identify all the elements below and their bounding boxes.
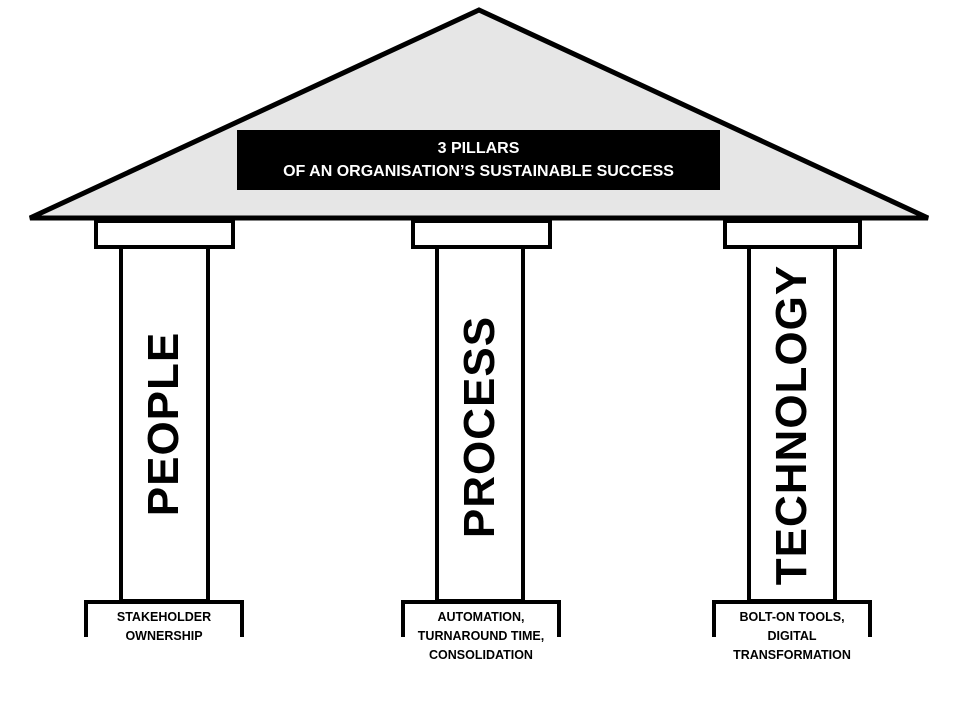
pillar-base-people [84,600,244,637]
pillar-shaft-technology [747,245,837,603]
pillar-base-text-people: STAKEHOLDER OWNERSHIP [88,608,240,646]
pillar-label-people: PEOPLE [139,331,188,517]
pillar-base-text-technology: BOLT-ON TOOLS, DIGITAL TRANSFORMATION [716,608,868,665]
pillar-label-technology: TECHNOLOGY [767,264,816,586]
pillar-capital-technology [723,219,862,249]
base-text-line: TRANSFORMATION [733,648,851,662]
base-text-line: TURNAROUND TIME, [417,629,545,643]
base-text-line: BOLT-ON TOOLS, [739,610,845,624]
title-banner: 3 PILLARS OF AN ORGANISATION’S SUSTAINAB… [237,130,720,190]
base-text-line: DIGITAL [767,629,817,643]
pillar-base-technology [712,600,872,637]
base-text-line: OWNERSHIP [125,629,203,643]
pillar-shaft-people [119,245,210,603]
pillar-capital-process [411,219,552,249]
title-line-2: OF AN ORGANISATION’S SUSTAINABLE SUCCESS [283,163,674,180]
pillar-base-text-process: AUTOMATION, TURNAROUND TIME, CONSOLIDATI… [405,608,557,665]
pillar-base-process [401,600,561,637]
pillar-capital-people [94,219,235,249]
base-text-line: STAKEHOLDER [116,610,212,624]
title-line-1: 3 PILLARS [437,140,520,157]
pillar-label-process: PROCESS [455,315,504,539]
base-text-line: AUTOMATION, [437,610,525,624]
base-text-line: CONSOLIDATION [429,648,533,662]
